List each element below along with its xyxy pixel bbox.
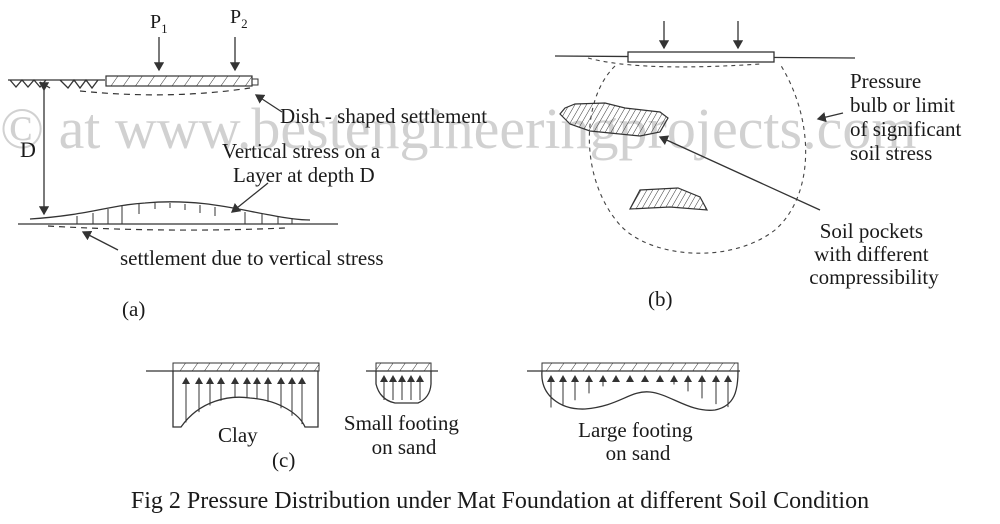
stress-label-line2: Layer at depth D (233, 163, 375, 187)
clay-pressure-diagram (172, 371, 319, 428)
panel-b-caption: (b) (648, 287, 673, 311)
large-pressure-diagram (541, 370, 739, 411)
panel-b: Pressure bulb or limit of significant so… (554, 21, 967, 311)
settlement-curve (47, 225, 286, 231)
load-label-p1: P1 (150, 11, 168, 36)
soil-pocket-upper (559, 102, 669, 137)
soil-pocket-lower (628, 187, 709, 211)
footing (627, 51, 775, 63)
pressure-bulb (587, 57, 807, 254)
small-footing-label: Small footing on sand (344, 411, 464, 459)
settlement-label: settlement due to vertical stress (120, 246, 384, 270)
large-reaction-arrows (547, 375, 732, 408)
clay-label: Clay (218, 423, 258, 447)
pockets-label: Soil pockets with different compressibil… (809, 219, 939, 289)
stress-distribution-curve (29, 201, 311, 221)
large-footing (541, 362, 739, 372)
small-pressure-diagram (375, 371, 432, 404)
dish-label: Dish - shaped settlement (280, 104, 487, 128)
mat-foundation (105, 75, 253, 87)
figure-caption: Fig 2 Pressure Distribution under Mat Fo… (131, 488, 869, 514)
stress-pointer-arrow (230, 182, 269, 213)
stress-ordinates (76, 203, 293, 224)
small-reaction-arrows (380, 375, 424, 400)
settlement-pointer-arrow (81, 230, 119, 251)
clay-footing (172, 362, 320, 372)
clay-reaction-arrows (182, 377, 306, 425)
large-footing-label: Large footing on sand (578, 418, 698, 465)
panel-a-caption: (a) (122, 297, 145, 321)
stress-label-line1: Vertical stress on a (222, 139, 381, 163)
mat-end (251, 78, 259, 86)
panel-c: Clay (c) Small footing on sand Large foo… (146, 362, 740, 472)
dish-settlement-line (79, 87, 251, 96)
dish-pointer-arrow (254, 94, 283, 113)
bulb-label: Pressure bulb or limit of significant so… (850, 69, 967, 165)
depth-label: D (20, 137, 36, 162)
pockets-pointer-arrow (658, 135, 821, 211)
small-footing (375, 362, 432, 372)
bulb-pointer-arrow (816, 112, 844, 123)
load-label-p2: P2 (230, 6, 248, 31)
ground-surface-hatch (8, 78, 105, 90)
panel-c-caption: (c) (272, 448, 295, 472)
watermark: © at www.bestengineeringprojects.com (0, 96, 916, 161)
panel-a: P1 P2 Dish - shaped settlement D Vertica… (8, 6, 487, 321)
